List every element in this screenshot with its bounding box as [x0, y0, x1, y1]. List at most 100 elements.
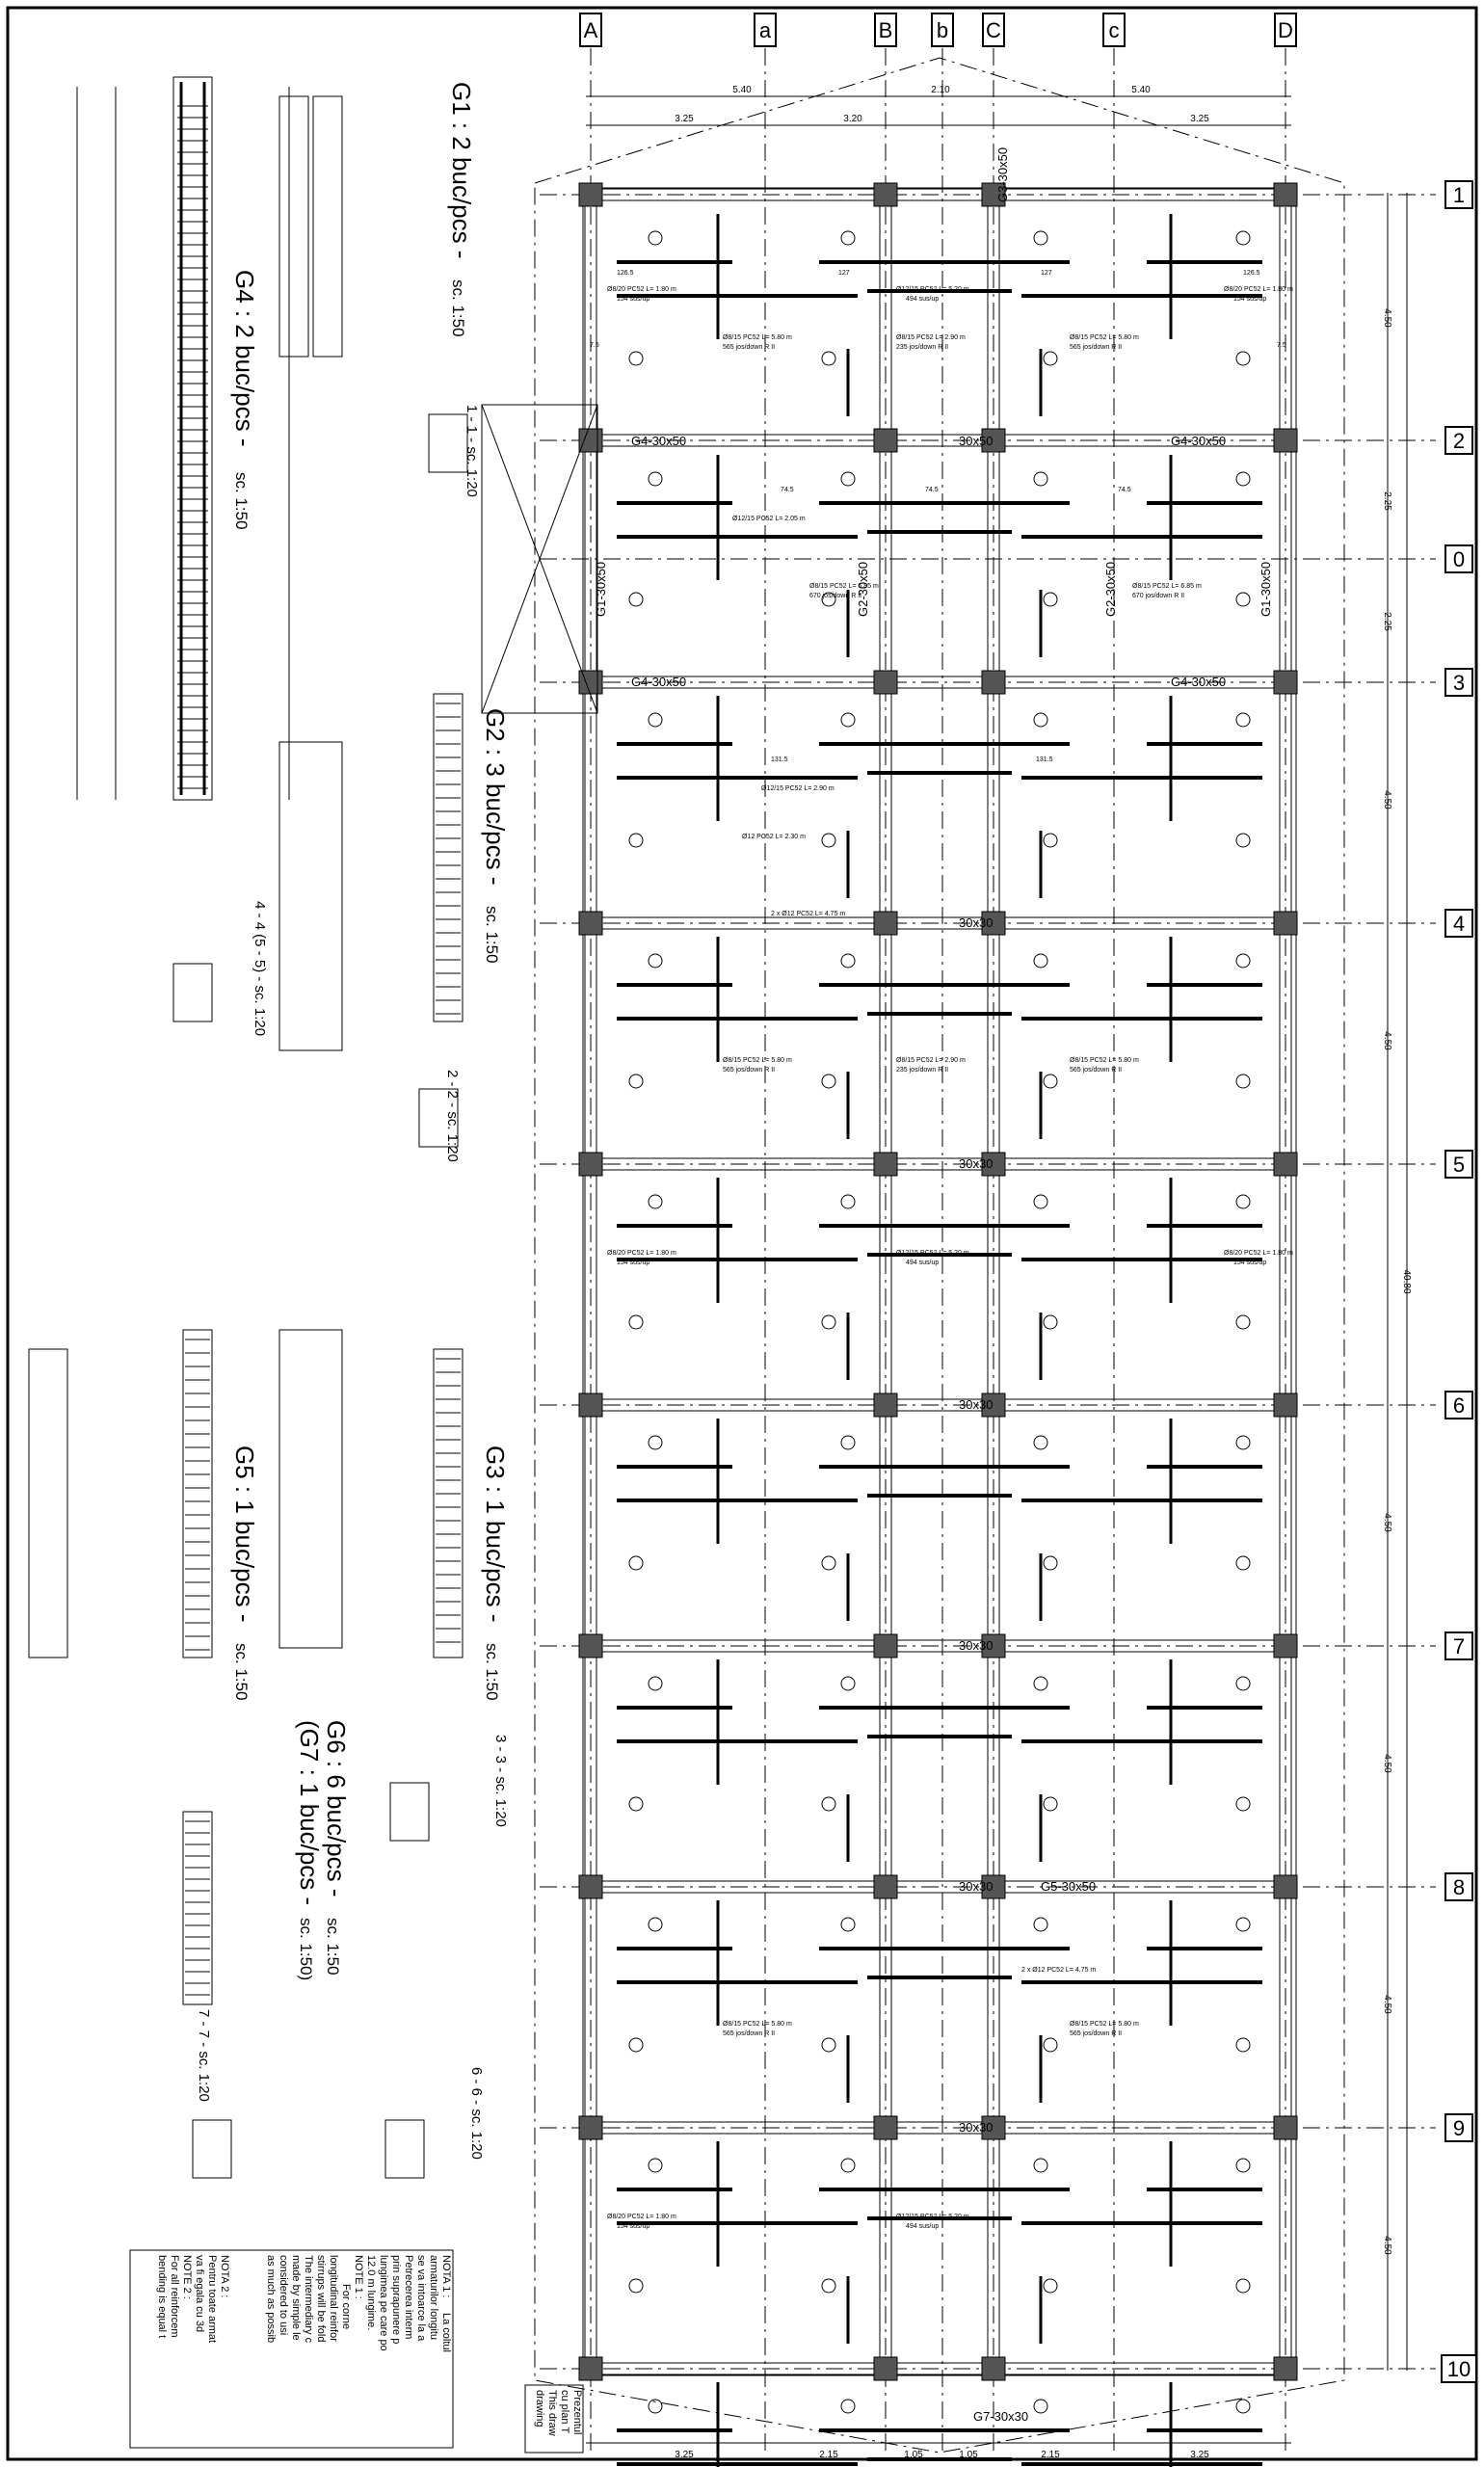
col-label-1: 30x50	[959, 434, 993, 448]
reinforcement-marker-5-7	[1235, 1555, 1251, 1571]
rebar-3-label: Ø8/15 PC52 L= 5.80 m	[723, 334, 792, 341]
reinforcement-marker-3-0	[648, 953, 663, 968]
rebar-11-label-right: Ø8/20 PC52 L= 1.80 m	[1224, 286, 1293, 293]
section-4-4	[172, 963, 213, 1022]
reinforcement-marker-7-0	[648, 1917, 663, 1932]
reinforcement-marker-7-3	[1235, 1917, 1251, 1932]
title-g5: G5 : 1 buc/pcs -	[230, 1446, 259, 1623]
column-3-4	[1273, 1152, 1298, 1177]
reinforcement-marker-8-4	[628, 2278, 644, 2294]
axis-number-labels: 1 2 0 3 4 5 6 7 8 9 10	[1441, 180, 1477, 2383]
title-block-frame	[524, 2384, 584, 2454]
axis-label-4: 4	[1453, 912, 1465, 936]
g6-elevation	[182, 1811, 213, 2005]
reinforcement-marker-7-2	[1033, 1917, 1048, 1932]
rebar-3-label-5: Ø8/15 PC52 L= 5.80 m	[1070, 2021, 1139, 2028]
dim-right-9: 4.50	[1382, 2236, 1392, 2255]
rebar-5-sub: 670 jos/down R II	[809, 593, 861, 599]
title-g1-scale: sc. 1:50	[449, 279, 467, 337]
reinforcement-marker-8-2	[1033, 2158, 1048, 2173]
reinforcement-marker-0-4	[628, 351, 644, 366]
column-2-0	[981, 182, 1006, 207]
dim-bottom-4: 1.05	[959, 2450, 978, 2460]
reinforcement-marker-6-1	[840, 1676, 856, 1691]
beam-label-g2-left: G2-30x50	[856, 562, 870, 617]
axis-label-3: 3	[1453, 671, 1465, 695]
reinforcement-marker-2-7	[1235, 833, 1251, 848]
axis-box-a	[754, 13, 777, 47]
axis-box-2	[1444, 426, 1473, 455]
axis-box-4	[1444, 909, 1473, 938]
axis-box-5	[1444, 1150, 1473, 1179]
axis-label-2: 2	[1453, 429, 1465, 453]
rebar-11-label-2: Ø8/20 PC52 L= 1.80 m	[607, 1250, 676, 1257]
rebar-12-label: Ø12/15 PC52 L= 5.20 m	[896, 286, 969, 293]
val-74-5-c: 74.5	[1118, 487, 1131, 493]
g3-bar-schedule	[278, 1329, 343, 1649]
right-dimensions: 4.50 2.25 2.25 4.50 4.50 40.80 4.50 4.50…	[1382, 193, 1412, 2371]
beam-label-g4-top: G4-30x50	[631, 434, 686, 448]
title-g3: G3 : 1 buc/pcs -	[481, 1446, 510, 1623]
dim-top-1: 5.40	[732, 85, 752, 95]
reinforcement-marker-2-2	[1033, 712, 1048, 728]
title-block-line-3: This draw	[546, 2390, 558, 2436]
val-126-5-a: 126.5	[617, 270, 634, 277]
title-g6-scale: sc. 1:50	[324, 1918, 342, 1976]
title-section-3-3: 3 - 3 - sc. 1:20	[492, 1735, 509, 1827]
rebar-4-label: Ø8/15 PC52 L= 2.90 m	[896, 334, 966, 341]
reinforcement-marker-1-2	[1033, 471, 1048, 487]
reinforcement-marker-1-5	[821, 592, 836, 607]
dim-right-3: 2.25	[1382, 612, 1392, 631]
reinforcement-marker-5-0	[648, 1435, 663, 1450]
reinforcement-marker-5-4	[628, 1555, 644, 1571]
note1-e: prin suprapunere p	[390, 2255, 402, 2344]
title-g2: G2 : 3 buc/pcs -	[481, 708, 510, 886]
g2-stirrups	[185, 703, 461, 1996]
note2-title: NOTA 2 :	[219, 2255, 230, 2297]
axis-box-3	[1444, 668, 1473, 697]
beam-label-g3: G3-30x50	[995, 147, 1010, 202]
note2-a: Pentru toate armat	[206, 2255, 218, 2343]
column-3-9	[1273, 2356, 1298, 2381]
column-1-9	[873, 2356, 898, 2381]
reinforcement-marker-9-1	[840, 2399, 856, 2414]
reinforcement-marker-7-7	[1235, 2037, 1251, 2053]
reinforcement-marker-8-0	[648, 2158, 663, 2173]
col-label-7: 30x30	[959, 2120, 993, 2135]
dim-right-7: 4.50	[1382, 1754, 1392, 1773]
detail-titles: G1 : 2 buc/pcs - sc. 1:50 G4 : 2 buc/pcs…	[196, 82, 510, 2160]
note1-g: 12.0 m lungime.	[365, 2255, 377, 2330]
dim-bottom-2: 2.15	[819, 2450, 838, 2460]
note1-f: lungimea pe care po	[378, 2255, 389, 2351]
column-2-5	[981, 1393, 1006, 1418]
axis-letter-labels: A a B b C c D	[579, 13, 1297, 47]
beam-label-g1-right: G1-30x50	[1259, 562, 1273, 617]
val-127-b: 127	[1041, 270, 1052, 277]
title-g2-scale: sc. 1:50	[483, 906, 501, 964]
val-131-5-a: 131.5	[771, 756, 788, 763]
g1-stirrups	[177, 105, 208, 789]
reinforcement-marker-7-5	[821, 2037, 836, 2053]
column-1-1	[873, 428, 898, 453]
dim-top-sub-2: 3.20	[843, 114, 862, 124]
reinforcement-marker-7-6	[1043, 2037, 1058, 2053]
reinforcement-marker-1-0	[648, 471, 663, 487]
axis-box-D	[1274, 13, 1297, 47]
rebar-11-label: Ø8/20 PC52 L= 1.80 m	[607, 286, 676, 293]
reinforcement-marker-6-5	[821, 1796, 836, 1812]
column-0-9	[578, 2356, 603, 2381]
dim-top-sub-1: 3.25	[675, 114, 694, 124]
section-7-7	[192, 2119, 232, 2179]
note1-m: made by simple le	[290, 2255, 302, 2341]
axis-label-A: A	[584, 18, 598, 42]
dim-top-2: 2.10	[931, 85, 950, 95]
title-section-7-7: 7 - 7 - sc. 1:20	[196, 2009, 212, 2102]
notes-block: NOTA 1 : La coltul armaturilor longitu s…	[129, 2249, 584, 2454]
note2-d: For all reinforcem	[169, 2255, 180, 2338]
axis-label-6: 6	[1453, 1393, 1465, 1418]
reinforcement-marker-4-4	[628, 1314, 644, 1330]
axis-box-c	[1102, 13, 1126, 47]
axis-label-0: 0	[1453, 547, 1465, 571]
reinforcement-marker-5-5	[821, 1555, 836, 1571]
